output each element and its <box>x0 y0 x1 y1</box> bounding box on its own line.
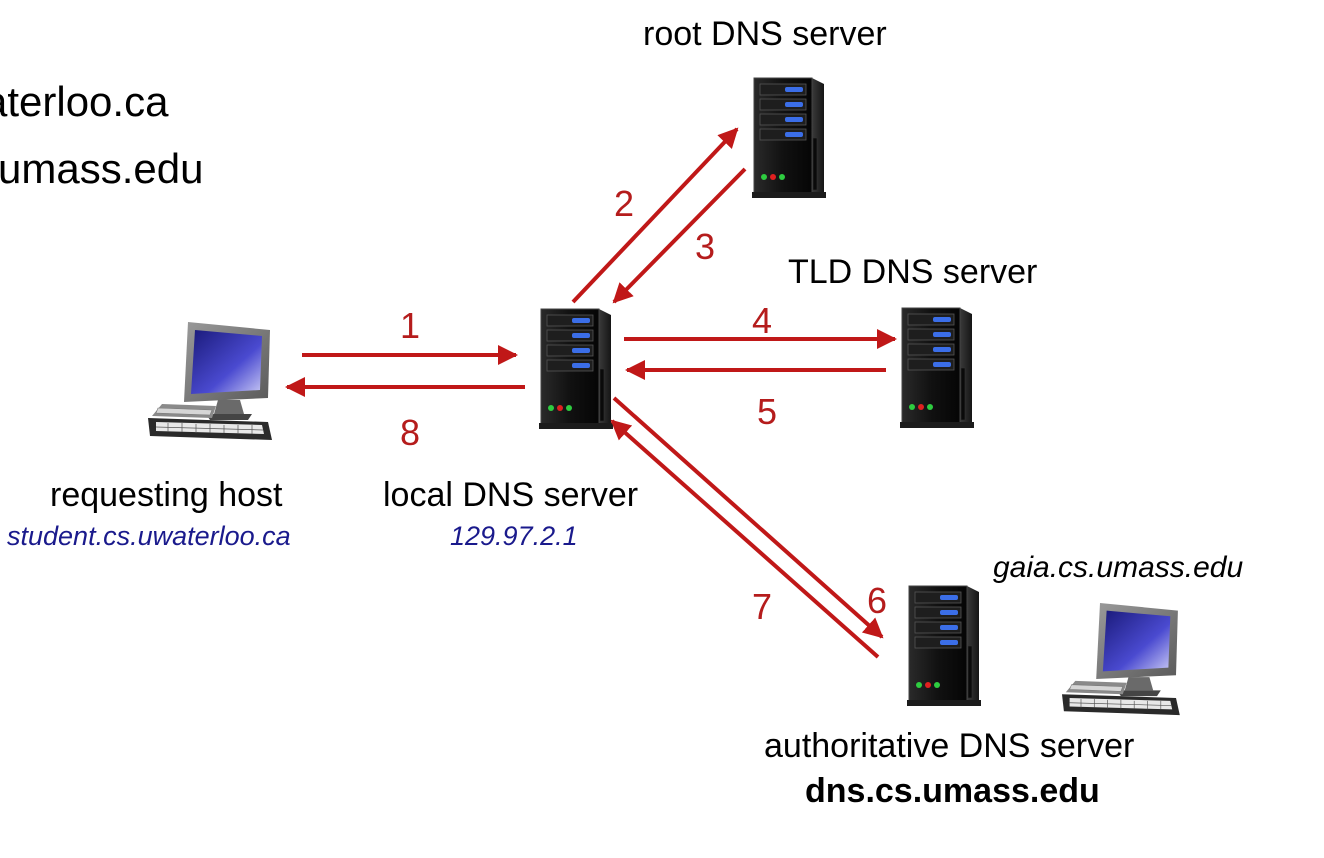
requesting-host-computer-icon <box>147 321 273 441</box>
tld-server-icon <box>899 307 975 429</box>
step-1-label: 1 <box>400 305 421 346</box>
arrow-3 <box>612 167 747 304</box>
step-4-label: 4 <box>752 300 773 341</box>
authoritative-server-label: authoritative DNS server <box>764 727 1135 765</box>
gaia-host-name: gaia.cs.umass.edu <box>993 551 1244 584</box>
step-3-label: 3 <box>695 226 716 267</box>
partial-text-line-1: aterloo.ca <box>0 78 169 125</box>
requesting-host-label: requesting host <box>50 476 283 514</box>
root-server-label: root DNS server <box>643 15 887 53</box>
local-server-ip: 129.97.2.1 <box>450 521 578 551</box>
step-5-label: 5 <box>757 391 778 432</box>
requesting-host-name: student.cs.uwaterloo.ca <box>7 521 291 551</box>
arrow-7 <box>610 419 880 659</box>
arrow-2 <box>571 127 739 304</box>
local-server-icon <box>538 308 614 430</box>
step-6-label: 6 <box>867 580 888 621</box>
gaia-computer-icon <box>1061 602 1181 716</box>
step-8-label: 8 <box>400 412 421 453</box>
local-server-label: local DNS server <box>383 476 639 514</box>
authoritative-server-icon <box>906 585 982 707</box>
partial-text-line-2: umass.edu <box>0 145 204 192</box>
root-server-icon <box>751 77 827 199</box>
arrow-6 <box>612 396 884 639</box>
tld-server-label: TLD DNS server <box>788 253 1038 291</box>
step-7-label: 7 <box>752 586 773 627</box>
authoritative-server-name: dns.cs.umass.edu <box>805 772 1100 810</box>
step-2-label: 2 <box>614 183 635 224</box>
